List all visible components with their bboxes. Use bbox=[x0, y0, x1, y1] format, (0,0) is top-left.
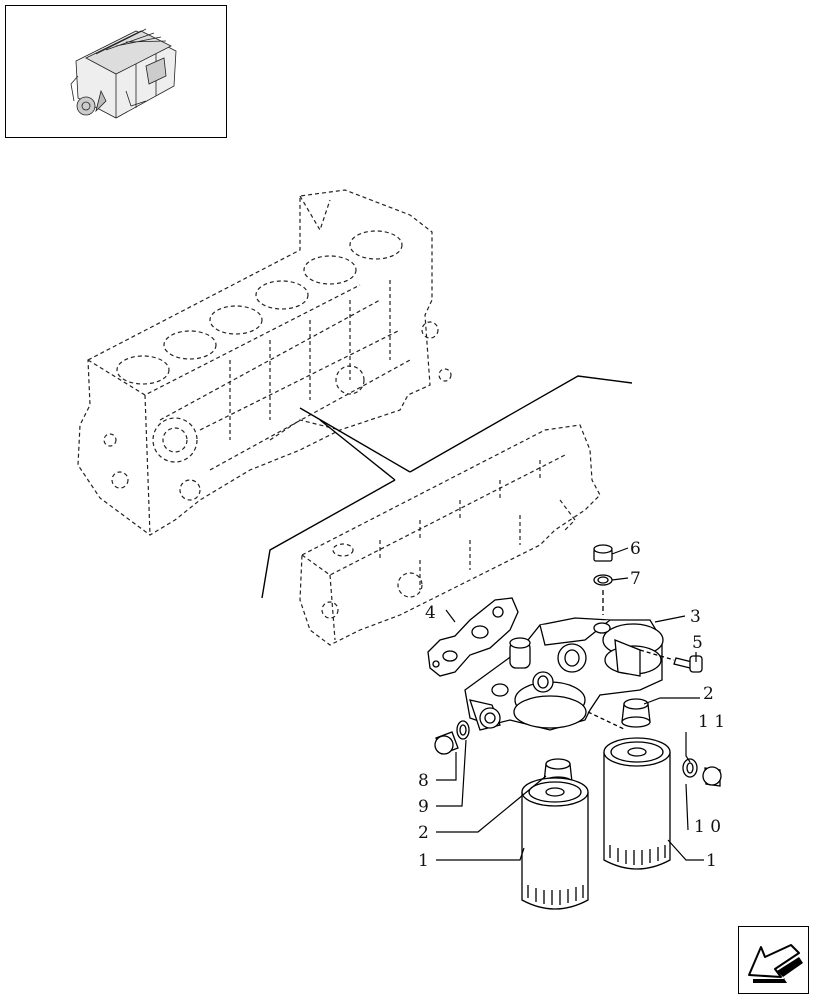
next-page-button[interactable] bbox=[738, 926, 809, 994]
callout-1-right: 1 bbox=[706, 851, 717, 871]
engine-thumbnail bbox=[5, 5, 227, 138]
zoom-leader bbox=[261, 375, 633, 599]
callout-3: 3 bbox=[690, 607, 701, 627]
callout-8: 8 bbox=[418, 771, 429, 791]
callout-11: 1 1 bbox=[698, 712, 725, 732]
nipple-right bbox=[587, 698, 651, 731]
callout-6: 6 bbox=[630, 539, 641, 559]
filter-cartridge-right bbox=[603, 737, 671, 870]
bolt bbox=[639, 649, 703, 673]
callout-labels: 6 7 3 4 5 2 1 1 8 9 1 0 2 1 1 bbox=[418, 539, 725, 871]
filter-cartridge-left bbox=[521, 777, 589, 910]
callout-5: 5 bbox=[692, 633, 703, 653]
callout-10: 1 0 bbox=[694, 817, 721, 837]
filter-head bbox=[464, 617, 664, 731]
leader-lines bbox=[436, 547, 704, 861]
plug-right bbox=[682, 758, 722, 787]
callout-7: 7 bbox=[630, 569, 641, 589]
gasket bbox=[427, 597, 519, 677]
engine-thumbnail-icon bbox=[70, 28, 177, 119]
callout-4: 4 bbox=[425, 603, 436, 623]
engine-block bbox=[77, 189, 452, 536]
next-page-arrow-icon bbox=[748, 944, 803, 983]
oil-manifold bbox=[299, 424, 601, 646]
callout-9: 9 bbox=[418, 797, 429, 817]
callout-1-left: 1 bbox=[418, 851, 429, 871]
plug-top bbox=[593, 544, 613, 615]
plug-left bbox=[434, 720, 470, 755]
callout-2-right: 2 bbox=[703, 684, 714, 704]
callout-2-left: 2 bbox=[418, 823, 429, 843]
